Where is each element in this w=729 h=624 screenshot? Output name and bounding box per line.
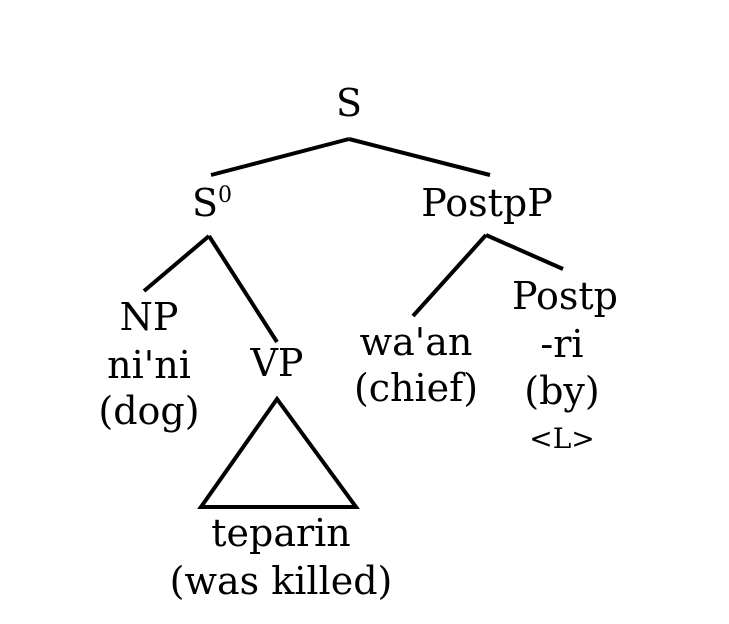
branch-s-to-postpp [348, 137, 491, 177]
branch-s-to-s0 [210, 137, 350, 177]
branch-postpp-to-postp [485, 233, 564, 271]
node-s0: S0 [192, 181, 232, 225]
waan-word: wa'an [360, 320, 473, 364]
postp-word: -ri [540, 322, 583, 366]
branch-s0-to-vp [207, 234, 279, 344]
node-postp: Postp [512, 274, 618, 318]
np-gloss: (dog) [98, 389, 199, 433]
node-s: S [336, 81, 362, 125]
branch-s0-to-np [142, 234, 211, 293]
node-vp: VP [249, 341, 303, 385]
node-np: NP [120, 295, 179, 339]
node-s0-superscript: 0 [218, 183, 232, 208]
waan-gloss: (chief) [354, 366, 478, 410]
vp-triangle [197, 395, 360, 509]
node-postpp: PostpP [421, 181, 553, 225]
node-s0-label: S [192, 181, 218, 225]
postp-note: <L> [529, 422, 595, 455]
vp-gloss: (was killed) [170, 559, 393, 603]
np-word: ni'ni [107, 343, 191, 387]
vp-word: teparin [211, 511, 351, 555]
branch-postpp-to-waan [411, 233, 488, 318]
postp-gloss: (by) [524, 369, 599, 413]
